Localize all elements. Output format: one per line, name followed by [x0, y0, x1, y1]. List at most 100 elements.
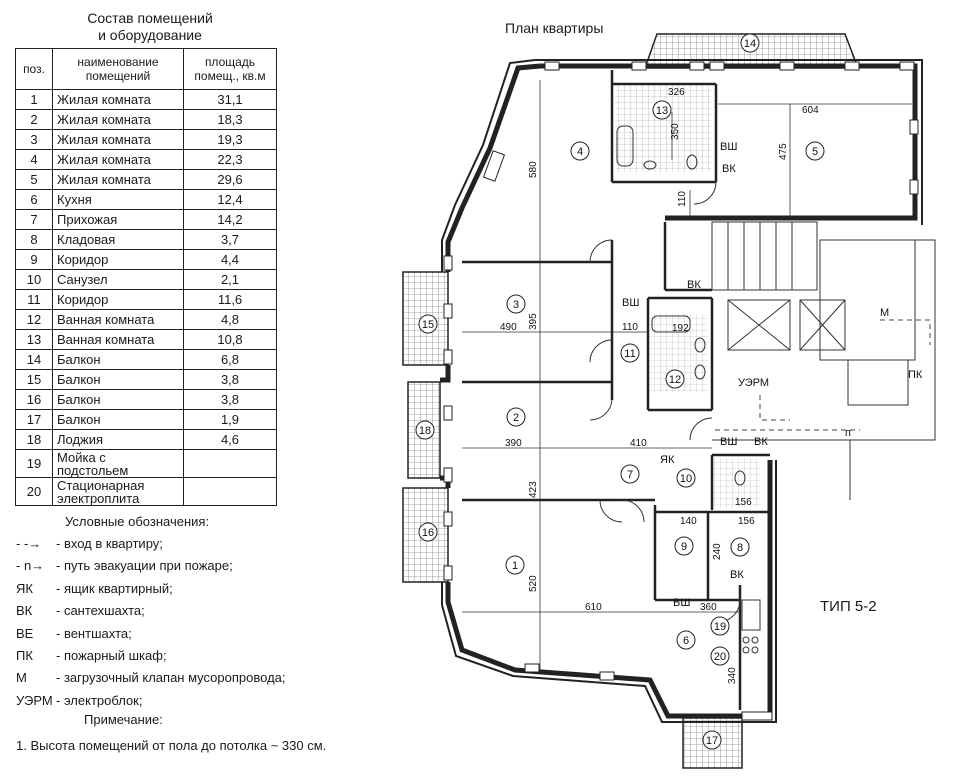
room-number: 7 — [627, 469, 633, 481]
label-vsh-4: ВШ — [673, 597, 690, 609]
cell-n: 12 — [15, 309, 53, 330]
label-m: М — [880, 307, 889, 319]
dim-326: 326 — [668, 87, 685, 98]
room-markers — [415, 33, 825, 750]
cell-name: Балкон — [52, 389, 184, 410]
label-uerm: УЭРМ — [738, 377, 769, 389]
cell-area: 4,4 — [183, 249, 277, 270]
evacuation-path — [715, 319, 931, 431]
dim-475: 475 — [778, 143, 789, 160]
cell-name: Прихожая — [52, 209, 184, 230]
dim-156a: 156 — [735, 497, 752, 508]
legend-title: Условные обозначения: — [65, 514, 210, 529]
room-number: 15 — [422, 319, 434, 331]
dim-240: 240 — [712, 543, 723, 560]
room-number: 9 — [681, 541, 687, 553]
dimension-lines — [462, 80, 912, 670]
cell-area — [183, 449, 277, 478]
cell-n: 3 — [15, 129, 53, 150]
legend-symbol: - n→ — [16, 558, 45, 574]
stair-core — [711, 221, 936, 500]
cell-name: Жилая комната — [52, 129, 184, 150]
cell-n: 15 — [15, 369, 53, 390]
cell-area: 19,3 — [183, 129, 277, 150]
legend-symbol: ЯК — [16, 580, 33, 596]
cell-area: 31,1 — [183, 89, 277, 110]
label-vk-2: ВК — [687, 279, 701, 291]
dim-350: 350 — [670, 123, 681, 140]
legend-text: - ящик квартирный; — [56, 580, 173, 596]
cell-n: 9 — [15, 249, 53, 270]
label-vk-1: ВК — [722, 163, 736, 175]
cell-name: Коридор — [52, 249, 184, 270]
cell-n: 16 — [15, 389, 53, 410]
cell-name: Санузел — [52, 269, 184, 290]
room-number: 1 — [512, 560, 518, 572]
legend-text: - электроблок; — [56, 692, 143, 708]
note-text: 1. Высота помещений от пола до потолка ~… — [16, 738, 327, 753]
legend-symbol: ПК — [16, 648, 33, 663]
cell-name: Жилая комната — [52, 109, 184, 130]
cell-n: 2 — [15, 109, 53, 130]
legend-item: - -→- вход в квартиру; — [16, 536, 163, 551]
room-number: 16 — [422, 527, 434, 539]
cell-name: Ванная комната — [52, 329, 184, 350]
windows — [443, 61, 919, 721]
type-label: ТИП 5-2 — [820, 598, 877, 615]
cell-name: Балкон — [52, 409, 184, 430]
dimension-labels: 580 395 423 520 490 110 110 390 410 610 … — [500, 87, 819, 684]
cell-area: 3,7 — [183, 229, 277, 250]
cell-area: 4,8 — [183, 309, 277, 330]
room-number: 5 — [812, 146, 818, 158]
cell-n: 18 — [15, 429, 53, 450]
legend-item: М- загрузочный клапан мусоропровода; — [16, 670, 286, 685]
legend-item: УЭРМ- электроблок; — [16, 693, 142, 708]
legend-item: ПК- пожарный шкаф; — [16, 648, 167, 663]
plan-text-labels: ВШ ВК ВШ ВК ВШ ВК ЯК ВК ВШ ПК М УЭРМ п — [622, 141, 923, 609]
cell-name: Ванная комната — [52, 309, 184, 330]
label-yak: ЯК — [660, 454, 675, 466]
cell-name: Жилая комната — [52, 89, 184, 110]
cell-area — [183, 477, 277, 506]
room-number: 4 — [577, 146, 583, 158]
room-number: 17 — [706, 735, 718, 747]
label-vsh-1: ВШ — [720, 141, 737, 153]
room-number: 20 — [714, 651, 726, 663]
cell-name: Кладовая — [52, 229, 184, 250]
legend-symbol: ВЕ — [16, 625, 34, 641]
legend-symbol: - -→ — [16, 536, 42, 551]
plan-title: План квартиры — [505, 20, 604, 36]
room-number: 19 — [714, 621, 726, 633]
outer-wall-lines — [441, 59, 923, 723]
cell-area: 11,6 — [183, 289, 277, 310]
legend-text: - вентшахта; — [56, 625, 132, 641]
room-number: 10 — [680, 473, 692, 485]
legend-text: - загрузочный клапан мусоропровода; — [56, 670, 286, 686]
room-number: 3 — [513, 299, 519, 311]
note-title: Примечание: — [84, 712, 163, 727]
dim-140: 140 — [680, 516, 697, 527]
table-title-line2: и оборудование — [98, 27, 202, 43]
cell-n: 20 — [15, 477, 53, 506]
cell-area: 6,8 — [183, 349, 277, 370]
cell-area: 4,6 — [183, 429, 277, 450]
dim-520: 520 — [528, 575, 539, 592]
cell-area: 3,8 — [183, 369, 277, 390]
label-pk: ПК — [908, 369, 923, 381]
legend-text: - сантехшахта; — [56, 603, 145, 619]
